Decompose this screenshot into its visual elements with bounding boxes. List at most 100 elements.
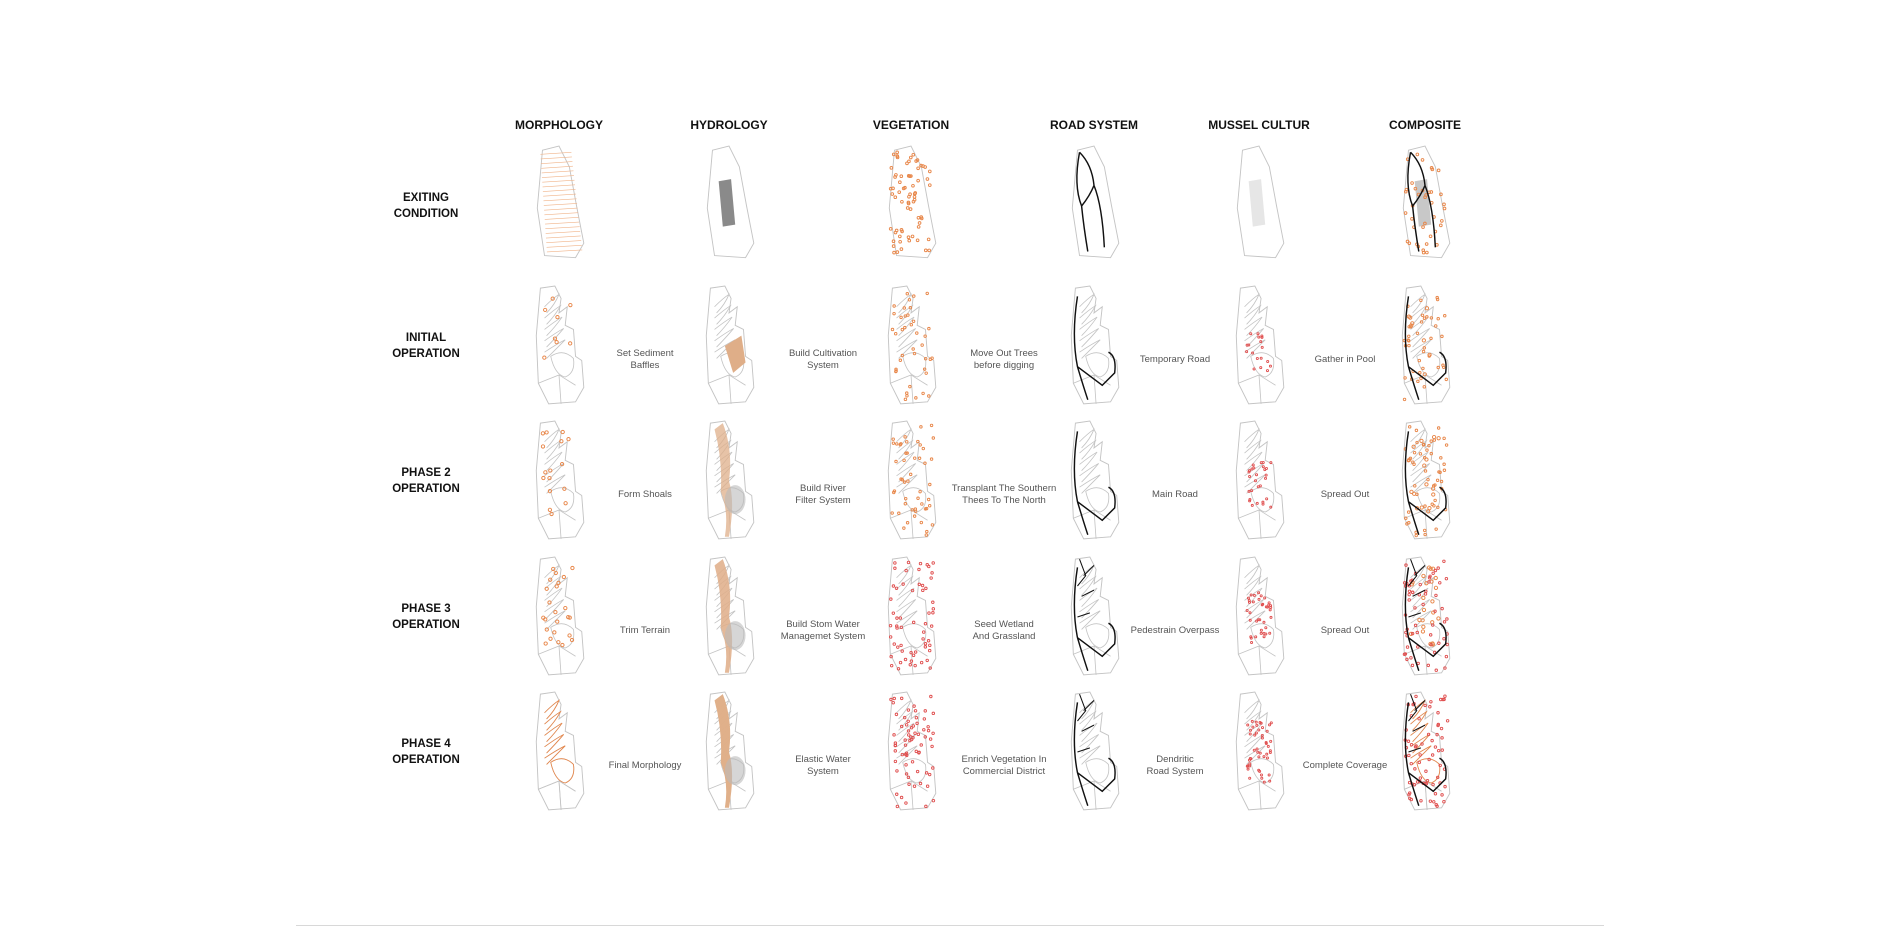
operation-label-line: Gather in Pool [1314,354,1376,365]
hydrology-map-1 [692,284,766,408]
operation-label: Complete Coverage [1303,760,1388,772]
row-label-line1: PHASE 4 [401,738,451,750]
operation-label-line: Filter System [795,495,851,506]
column-header-composite: COMPOSITE [1388,118,1462,132]
operation-label-line: Set Sediment [616,348,674,359]
row-label-line1: EXITING [402,192,449,204]
operation-label-line: Temporary Road [1139,354,1211,365]
row-label-line1: PHASE 2 [401,467,451,479]
vegetation-map-4 [874,690,948,814]
road-system-map-2 [1057,419,1131,543]
mussel-culture-map-4 [1222,690,1296,814]
road-system-map-0 [1057,144,1131,268]
operation-label-line: Trim Terrain [619,625,671,636]
column-header-vegetation: VEGETATION [872,118,950,132]
operation-label-line: Final Morphology [608,760,682,771]
vegetation-map-3 [874,555,948,679]
operation-label-line: Baffles [630,360,660,371]
column-header-hydrology: HYDROLOGY [690,118,768,132]
operation-label-line: Main Road [1152,489,1198,500]
morphology-map-3 [522,555,596,679]
hydrology-map-2 [692,419,766,543]
operation-label-line: Move Out Trees [970,348,1038,359]
operation-label-line: Spread Out [1320,625,1370,636]
operation-label: Final Morphology [609,760,682,772]
composite-map-2 [1388,419,1462,543]
operation-label: Pedestrain Overpass [1131,625,1220,637]
operation-label-line: Pedestrain Overpass [1130,625,1220,636]
operation-label: Main Road [1152,489,1198,501]
operation-label-line: Road System [1146,766,1204,777]
operation-label-line: And Grassland [972,631,1036,642]
operation-label-line: Commercial District [962,766,1046,777]
operation-label-line: Elastic Water [795,754,851,765]
operation-label-line: Complete Coverage [1302,760,1388,771]
vegetation-map-1 [874,284,948,408]
row-label-line2: CONDITION [393,208,459,220]
operation-label-line: Form Shoals [618,489,672,500]
mussel-culture-map-1 [1222,284,1296,408]
hydrology-map-0 [692,144,766,268]
road-system-map-1 [1057,284,1131,408]
operation-label: Spread Out [1321,489,1370,501]
composite-map-0 [1388,144,1462,268]
hydrology-map-3 [692,555,766,679]
column-header-morphology: MORPHOLOGY [514,118,604,132]
row-label-line2: OPERATION [392,483,460,495]
bottom-divider [296,925,1604,926]
morphology-map-4 [522,690,596,814]
composite-map-3 [1388,555,1462,679]
morphology-map-1 [522,284,596,408]
morphology-map-2 [522,419,596,543]
operation-label-line: System [807,766,839,777]
row-label-line2: OPERATION [392,754,460,766]
row-label-line2: OPERATION [392,348,460,360]
row-label-3: PHASE 3 OPERATION [376,601,476,633]
vegetation-map-0 [874,144,948,268]
operation-label-line: before digging [973,360,1035,371]
operation-label: Temporary Road [1140,354,1210,366]
road-system-map-3 [1057,555,1131,679]
mussel-culture-map-2 [1222,419,1296,543]
hydrology-map-4 [692,690,766,814]
row-label-line1: PHASE 3 [401,603,451,615]
operation-label: Form Shoals [618,489,672,501]
row-label-0: EXITING CONDITION [376,190,476,222]
operation-label: Trim Terrain [620,625,670,637]
operation-label-line: Managemet System [780,631,866,642]
morphology-map-0 [522,144,596,268]
column-header-road-system: ROAD SYSTEM [1049,118,1139,132]
row-label-4: PHASE 4 OPERATION [376,736,476,768]
operation-label: Gather in Pool [1315,354,1376,366]
operation-label-line: Spread Out [1320,489,1370,500]
row-label-line1: INITIAL [405,332,447,344]
road-system-map-4 [1057,690,1131,814]
vegetation-map-2 [874,419,948,543]
operation-label: Spread Out [1321,625,1370,637]
operation-label-line: Build River [800,483,846,494]
operation-label-line: Enrich Vegetation In [961,754,1047,765]
operation-label-line: Transplant The Southern [951,483,1057,494]
operation-label-line: Thees To The North [962,495,1046,506]
column-header-mussel-cultur: MUSSEL CULTUR [1208,118,1310,132]
operation-label-line: Build Stom Water [786,619,860,630]
mussel-culture-map-0 [1222,144,1296,268]
composite-map-1 [1388,284,1462,408]
composite-map-4 [1388,690,1462,814]
row-label-1: INITIAL OPERATION [376,330,476,362]
operation-label-line: Build Cultivation [788,348,858,359]
row-label-2: PHASE 2 OPERATION [376,465,476,497]
row-label-line2: OPERATION [392,619,460,631]
mussel-culture-map-3 [1222,555,1296,679]
operation-label-line: System [807,360,839,371]
